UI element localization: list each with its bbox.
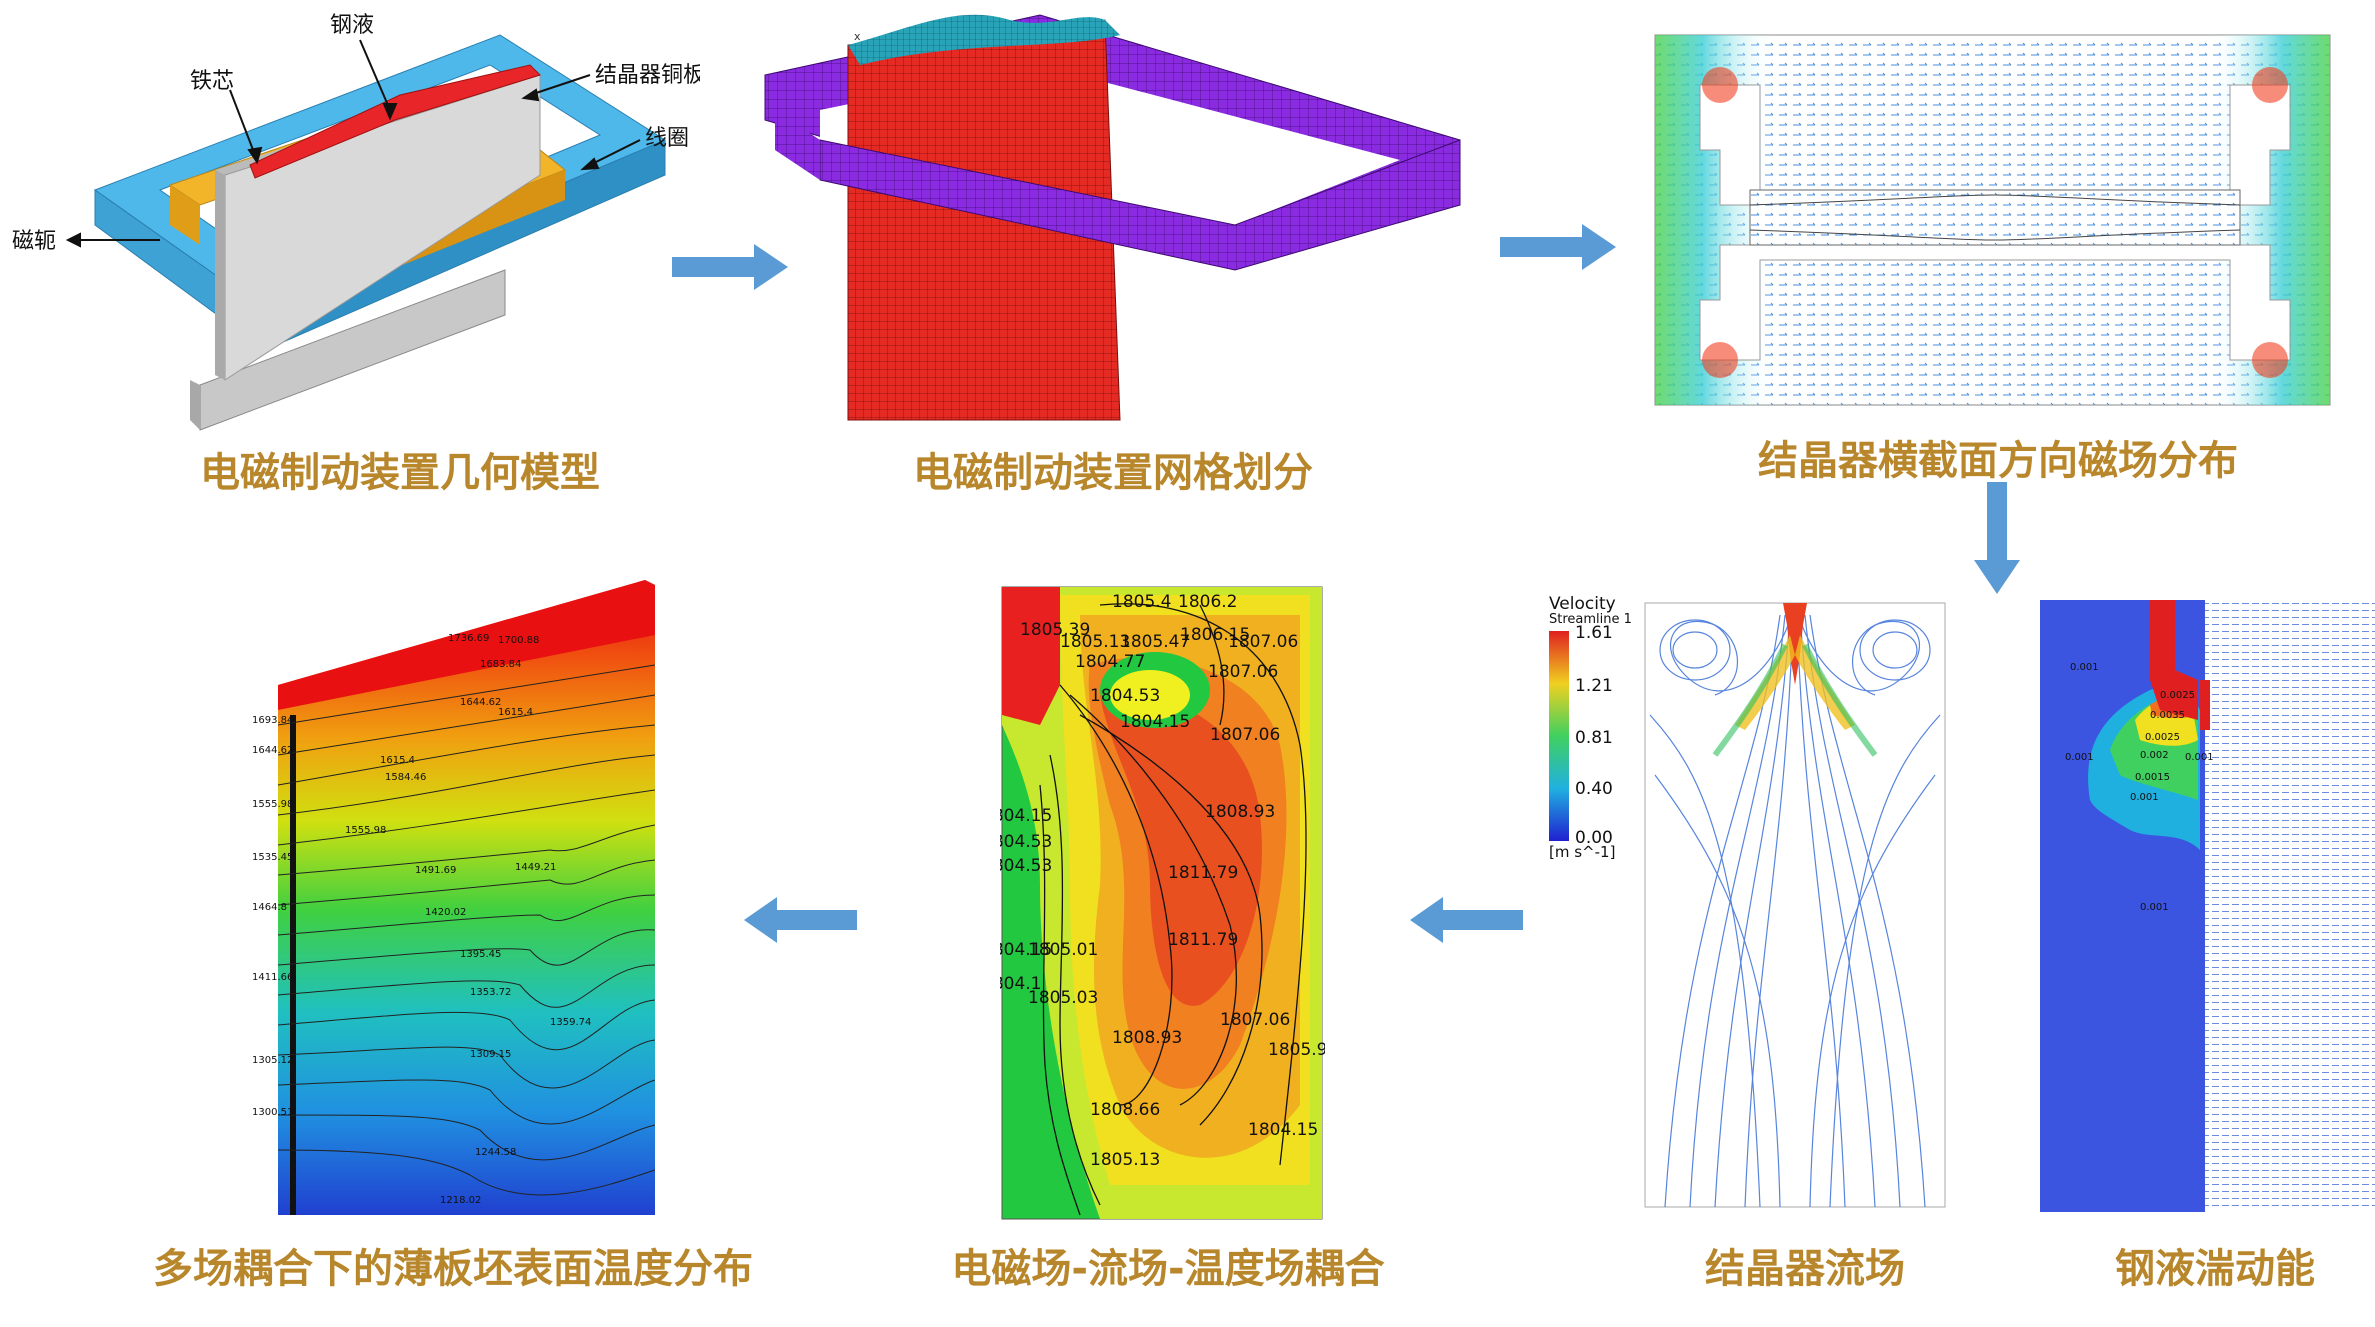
surf-label-18: 1353.72 <box>470 987 511 998</box>
surf-label-24: 1300.51 <box>252 1107 293 1118</box>
coupling-label-25: 1808.66 <box>1090 1100 1160 1120</box>
magnetic-field-figure <box>1654 34 2331 406</box>
surf-label-16: 1411.66 <box>252 972 293 983</box>
coupling-label-23: 1808.93 <box>1112 1028 1182 1048</box>
coupling-label-15: 1804.53 <box>1000 856 1052 876</box>
surf-label-11: 1535.45 <box>252 852 293 863</box>
surf-label-1: 1700.88 <box>498 635 539 646</box>
surf-label-4: 1615.4 <box>498 707 533 718</box>
surf-label-2: 1683.84 <box>480 659 521 670</box>
tke-label-6: 0.001 <box>2130 792 2159 803</box>
caption-flow: 结晶器流场 <box>1705 1246 1905 1292</box>
coupling-label-1: 1806.2 <box>1178 592 1237 612</box>
velocity-tick-3: 0.40 <box>1575 779 1613 799</box>
svg-text:x: x <box>854 30 861 43</box>
coupling-label-10: 1804.15 <box>1120 712 1190 732</box>
label-yoke: 磁轭 <box>12 229 56 254</box>
tke-label-5: 0.0015 <box>2135 772 2170 783</box>
surf-label-20: 1309.15 <box>470 1049 511 1060</box>
surf-label-15: 1420.02 <box>425 907 466 918</box>
coupling-label-26: 1804.15 <box>1248 1120 1318 1140</box>
coupling-label-2: 1805.39 <box>1020 620 1090 640</box>
velocity-tick-2: 0.81 <box>1575 728 1613 748</box>
coupling-label-21: 1805.03 <box>1028 988 1098 1008</box>
surf-label-13: 1449.21 <box>515 862 556 873</box>
caption-surface-temp: 多场耦合下的薄板坯表面温度分布 <box>153 1246 753 1292</box>
flow-arrow-right-2 <box>1500 224 1616 270</box>
coupling-label-13: 1804.15 <box>1000 806 1052 826</box>
velocity-tick-1: 1.21 <box>1575 676 1613 696</box>
coupling-label-7: 1804.77 <box>1075 652 1145 672</box>
geometry-model-figure: 钢液 铁芯 结晶器铜板 线圈 磁轭 <box>12 13 700 431</box>
caption-magnetic: 结晶器横截面方向磁场分布 <box>1758 438 2238 484</box>
flow-arrow-left-2 <box>744 897 857 943</box>
flow-field-figure: Velocity Streamline 1 1.61 1.21 0.81 0.4… <box>1549 595 1946 1208</box>
tke-label-7: 0.001 <box>2065 752 2094 763</box>
label-core: 铁芯 <box>190 69 234 94</box>
flow-arrow-down <box>1974 482 2020 594</box>
caption-coupling: 电磁场-流场-温度场耦合 <box>951 1246 1385 1292</box>
coupling-figure: 1805.4 1806.2 1805.39 1805.13 1805.47 18… <box>1000 586 1325 1220</box>
surf-label-17: 1395.45 <box>460 949 501 960</box>
tke-label-8: 0.001 <box>2185 752 2214 763</box>
tke-figure: 0.001 0.0025 0.0035 0.0025 0.002 0.0015 … <box>2040 600 2375 1212</box>
tke-label-1: 0.0025 <box>2160 690 2195 701</box>
coupling-label-20: 1804.1 <box>1000 974 1041 994</box>
label-copper: 结晶器铜板 <box>595 63 700 88</box>
coupling-label-4: 1805.47 <box>1120 632 1190 652</box>
coupling-label-22: 1807.06 <box>1220 1010 1290 1030</box>
label-steel: 钢液 <box>330 13 374 38</box>
surf-label-0: 1736.69 <box>448 633 489 644</box>
coupling-label-8: 1807.06 <box>1208 662 1278 682</box>
surf-label-22: 1244.58 <box>475 1147 516 1158</box>
label-coil: 线圈 <box>645 126 689 151</box>
velocity-legend-title: Velocity <box>1549 595 1616 614</box>
coupling-label-16: 1811.79 <box>1168 863 1238 883</box>
coupling-label-9: 1804.53 <box>1090 686 1160 706</box>
molten-steel <box>249 64 541 179</box>
coupling-label-3: 1805.13 <box>1060 632 1130 652</box>
surf-label-7: 1615.4 <box>380 755 415 766</box>
coupling-label-12: 1808.93 <box>1205 802 1275 822</box>
surf-label-10: 1555.98 <box>345 825 386 836</box>
velocity-tick-4: 0.00 <box>1575 828 1613 848</box>
coupling-label-24: 1805.99 <box>1268 1040 1325 1060</box>
surf-label-5: 1693.84 <box>252 715 293 726</box>
tke-label-3: 0.0025 <box>2145 732 2180 743</box>
coupling-label-11: 1807.06 <box>1210 725 1280 745</box>
caption-tke: 钢液湍动能 <box>2115 1246 2315 1292</box>
tke-label-2: 0.0035 <box>2150 710 2185 721</box>
surf-label-8: 1584.46 <box>385 772 426 783</box>
velocity-unit: [m s^-1] <box>1549 843 1615 861</box>
surf-label-6: 1644.62 <box>252 745 293 756</box>
surf-label-23: 1218.02 <box>440 1195 481 1206</box>
tke-label-4: 0.002 <box>2140 750 2169 761</box>
coupling-label-19: 1811.79 <box>1168 930 1238 950</box>
tke-label-9: 0.001 <box>2140 902 2169 913</box>
surf-label-9: 1555.98 <box>252 799 293 810</box>
flow-arrow-left-1 <box>1410 897 1523 943</box>
flow-arrow-right-1 <box>672 244 788 290</box>
velocity-tick-0: 1.61 <box>1575 623 1613 643</box>
surf-label-19: 1359.74 <box>550 1017 591 1028</box>
coupling-label-18: 1805.01 <box>1028 940 1098 960</box>
caption-geometry: 电磁制动装置几何模型 <box>200 450 600 496</box>
surf-label-21: 1305.12 <box>252 1055 293 1066</box>
coupling-label-0: 1805.4 <box>1112 592 1171 612</box>
coupling-label-6: 1807.06 <box>1228 632 1298 652</box>
surf-label-12: 1491.69 <box>415 865 456 876</box>
mesh-figure: x <box>764 14 1461 421</box>
velocity-legend-subtitle: Streamline 1 <box>1549 612 1632 627</box>
tke-label-0: 0.001 <box>2070 662 2099 673</box>
coupling-label-14: 1804.53 <box>1000 832 1052 852</box>
surface-temperature-figure: 1736.69 1700.88 1683.84 1644.62 1615.4 1… <box>252 580 656 1215</box>
coupling-label-17: 1804.15 <box>1000 940 1052 960</box>
coupling-label-27: 1805.13 <box>1090 1150 1160 1170</box>
surf-label-14: 1464.8 <box>252 902 287 913</box>
velocity-colorbar <box>1549 631 1569 841</box>
surf-label-3: 1644.62 <box>460 697 501 708</box>
coupling-label-5: 1806.15 <box>1180 625 1250 645</box>
caption-mesh: 电磁制动装置网格划分 <box>913 450 1313 496</box>
